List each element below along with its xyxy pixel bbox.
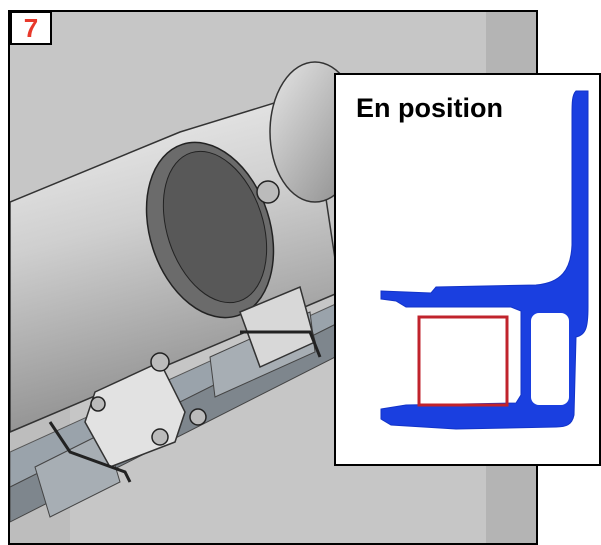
cylinder-end-face	[162, 150, 268, 304]
highlight-square	[417, 315, 509, 407]
profile-chamber	[531, 313, 569, 405]
rail-block-1	[34, 431, 121, 518]
profile-inset: En position	[334, 73, 601, 466]
bolt-low-2	[189, 408, 207, 426]
assembly-drawing	[10, 12, 536, 543]
step-number-badge: 7	[10, 11, 52, 45]
bracket-wire-left	[48, 421, 132, 483]
profile-cross-section	[380, 90, 589, 430]
bolt-top	[256, 180, 280, 204]
bracket-wire-right	[240, 330, 322, 358]
bolt-mid	[150, 352, 170, 372]
bolt-low-1	[151, 428, 169, 446]
bolt-low-3	[90, 396, 106, 412]
inset-title: En position	[356, 93, 503, 123]
